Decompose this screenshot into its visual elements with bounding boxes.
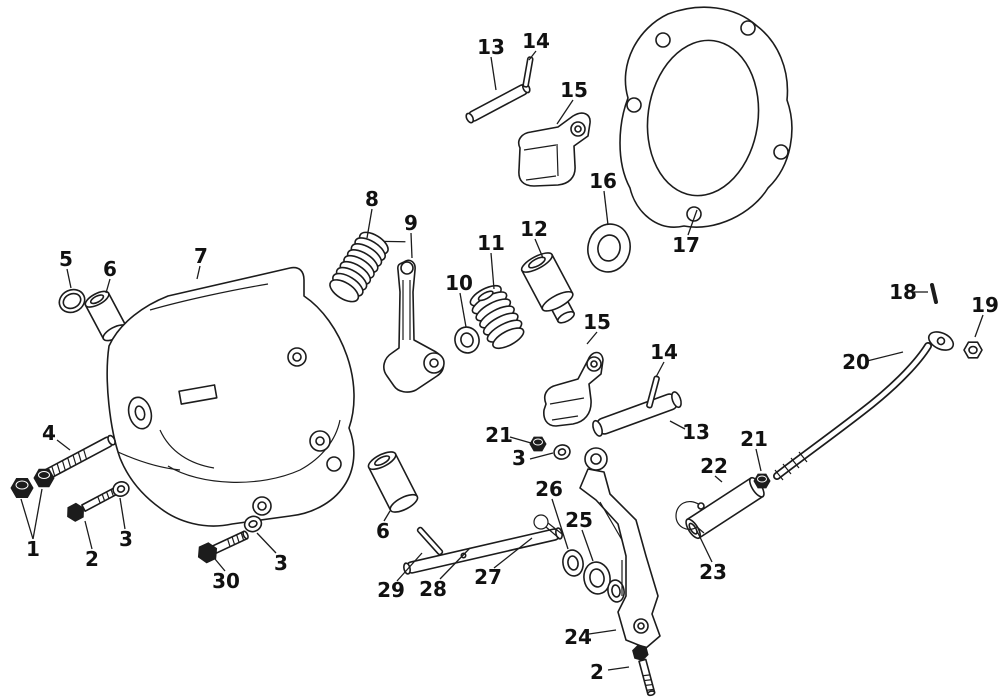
part-label: 23 [699, 560, 727, 584]
washer-part-10 [454, 326, 480, 354]
part-label: 10 [445, 271, 473, 295]
part-label: 12 [520, 217, 548, 241]
gasket-part [619, 6, 793, 228]
part-label: 15 [583, 310, 611, 334]
bolt-part-bottom [632, 644, 656, 697]
washer-stack-part [562, 549, 625, 603]
clamp-bracket-part-top [517, 112, 591, 187]
nut-washer-center-part [529, 436, 571, 460]
valve-body-part [520, 252, 575, 324]
part-label: 22 [700, 454, 728, 478]
part-label: 29 [377, 578, 405, 602]
pivot-pin-part-top [465, 82, 531, 124]
part-label: 16 [589, 169, 617, 193]
part-label: 7 [194, 244, 208, 268]
part-label: 15 [560, 78, 588, 102]
part-label: 6 [103, 257, 117, 281]
part-label: 21 [485, 423, 513, 447]
nut-part-right [753, 473, 771, 489]
part-label: 25 [565, 508, 593, 532]
part-label: 21 [740, 427, 768, 451]
thrust-ring-part [58, 288, 86, 314]
lever-arm-part [383, 259, 445, 393]
part-label: 4 [42, 421, 56, 445]
tube-part [685, 476, 765, 540]
part-label: 17 [672, 233, 700, 257]
pivot-pin-part-right [592, 391, 682, 437]
part-label: 19 [971, 293, 999, 317]
part-label: 26 [535, 477, 563, 501]
part-label: 1 [26, 537, 40, 561]
part-label: 14 [522, 29, 550, 53]
cross-shaft-part [403, 527, 563, 575]
part-label: 2 [85, 547, 99, 571]
part-label: 3 [512, 446, 526, 470]
spring-clip-part [675, 501, 705, 534]
part-label: 30 [212, 569, 240, 593]
clamp-bracket-part-lower [543, 351, 604, 427]
taper-pin-part [416, 526, 444, 556]
bolt-part-30 [197, 530, 249, 564]
control-rod-part [773, 331, 955, 481]
roll-pin-part-top [522, 56, 534, 88]
leader-lines [20, 50, 984, 671]
part-number-labels: 13 14 15 16 17 8 9 10 11 12 5 6 7 4 1 2 … [26, 29, 999, 684]
part-label: 18 [889, 280, 917, 304]
part-label: 28 [419, 577, 447, 601]
retaining-clip-part [533, 514, 563, 540]
roll-pin-part-right [646, 375, 660, 409]
part-label: 27 [474, 565, 502, 589]
part-label: 13 [477, 35, 505, 59]
nut-part-19 [963, 341, 983, 359]
part-label: 5 [59, 247, 73, 271]
drop-link-part [579, 447, 661, 649]
part-label: 9 [404, 211, 418, 235]
part-label: 13 [682, 420, 710, 444]
part-label: 3 [119, 527, 133, 551]
part-label: 11 [477, 231, 505, 255]
stud-part [42, 434, 116, 480]
nut-pair-part [10, 468, 55, 498]
spring-part [329, 231, 406, 303]
seal-ring-part [587, 223, 631, 273]
lift-cover-housing-part [106, 266, 355, 527]
part-label: 20 [842, 350, 870, 374]
ribbed-plug-part [469, 284, 525, 350]
part-label: 24 [564, 625, 592, 649]
part-label: 6 [376, 519, 390, 543]
part-label: 3 [274, 551, 288, 575]
part-label: 8 [365, 187, 379, 211]
washer-part-mid [243, 515, 263, 533]
bushing-part-lower [367, 451, 419, 513]
tiny-pin-part [930, 283, 938, 304]
part-label: 2 [590, 660, 604, 684]
washer-part-left [112, 481, 130, 497]
part-label: 14 [650, 340, 678, 364]
